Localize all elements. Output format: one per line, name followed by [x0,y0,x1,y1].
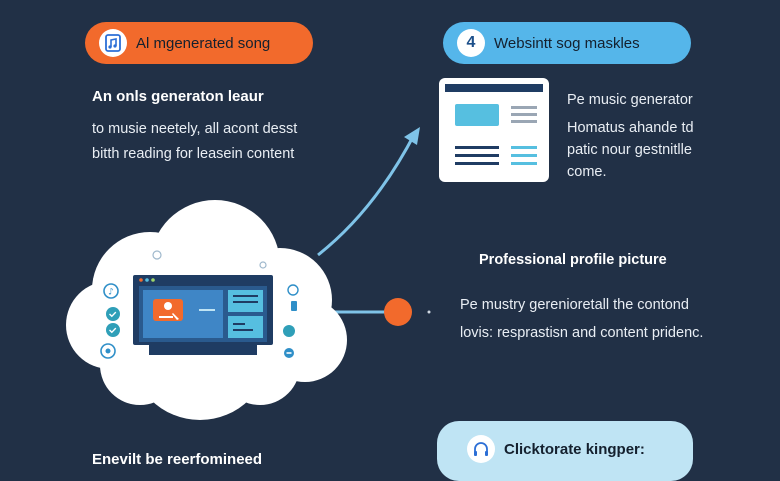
music-file-icon [99,29,127,57]
minus-circle-icon [284,348,294,358]
tiny-dot [427,310,431,314]
cloud-icons: ♪ [100,250,299,359]
pill-label: Websintt sog maskles [494,34,640,52]
middle-right-heading: Professional profile picture [479,252,667,268]
top-left-heading: An onls generaton leaur [92,88,264,105]
body-line: to musie neetely, all acont desst [92,121,298,137]
website-pill[interactable]: 4 Websintt sog maskles [443,22,691,64]
pill-label: Clicktorate kingper: [504,441,645,458]
middle-right-body: Pe mustry gerenioretall the contond lovi… [460,291,703,347]
arrow-curve [317,132,417,257]
arrow-head [404,127,420,145]
music-note-icon [152,250,162,260]
check-circle-icon [106,323,120,337]
body-line: come. [567,164,607,180]
top-right-body: Homatus ahande td patic nour gestnitlle … [567,117,694,183]
headphones-icon [467,435,495,463]
bottom-left-heading: Enevilt be reerfomineed [92,451,263,468]
body-line: Homatus ahande td [567,120,694,136]
bottom-pill[interactable]: Clicktorate kingper: [437,421,693,481]
top-left-body: to musie neetely, all acont desst bitth … [92,117,297,167]
webpage-layout-icon [439,78,549,182]
chat-icon [283,325,295,337]
pill-label: Al mgenerated song [136,34,271,52]
body-line: Pe mustry gerenioretall the contond [460,297,689,313]
number-badge: 4 [457,29,485,57]
check-circle-icon [106,307,120,321]
mobile-icon [287,284,299,311]
monitor-dashboard-icon [133,275,273,359]
body-line: lovis: resprastisn and content pridenc. [460,325,704,341]
top-right-heading: Pe music generator [567,92,693,108]
settings-circle-icon [100,343,116,359]
music-note-icon: ♪ [103,283,119,299]
ai-song-pill[interactable]: Al mgenerated song [85,22,313,64]
orange-node [384,298,412,326]
svg-text:♪: ♪ [108,288,114,298]
body-line: bitth reading for leasein content [92,146,295,162]
body-line: patic nour gestnitlle [567,142,692,158]
connector-lines [317,127,431,326]
